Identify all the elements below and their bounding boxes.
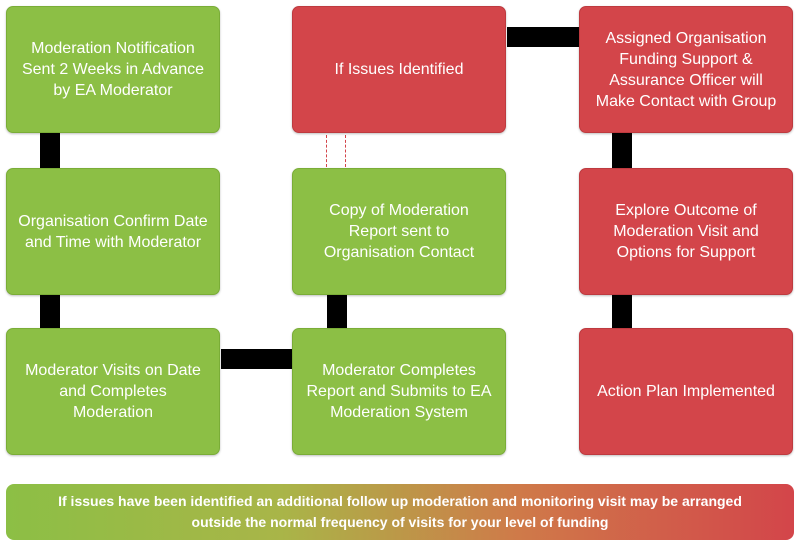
copy-text: Copy of Moderation Report sent to Organi… (323, 202, 475, 261)
notification-text: Moderation Notification Sent 2 Weeks in … (21, 40, 205, 99)
issues-box: If Issues Identified (292, 6, 506, 133)
banner-text: If issues have been identified an additi… (58, 493, 742, 530)
explore-box: Explore Outcome of Moderation Visit and … (579, 168, 793, 295)
completes-box: Moderator Completes Report and Submits t… (292, 328, 506, 455)
connector-copy-issues-dashed-right (345, 135, 346, 167)
action-text: Action Plan Implemented (597, 383, 775, 400)
followup-banner: If issues have been identified an additi… (6, 484, 794, 540)
confirm-text: Organisation Confirm Date and Time with … (18, 212, 208, 251)
assigned-box: Assigned Organisation Funding Support & … (579, 6, 793, 133)
connector-confirm-visit (40, 295, 60, 328)
copy-box: Copy of Moderation Report sent to Organi… (292, 168, 506, 295)
connector-copy-issues-dashed-left (326, 135, 327, 167)
connector-issues-assigned (507, 27, 579, 47)
explore-text: Explore Outcome of Moderation Visit and … (613, 202, 759, 261)
notification-box: Moderation Notification Sent 2 Weeks in … (6, 6, 220, 133)
connector-assigned-explore (612, 133, 632, 168)
connector-notification-confirm (40, 133, 60, 168)
connector-explore-action (612, 295, 632, 328)
connector-completes-copy (327, 295, 347, 328)
connector-visit-completes (221, 349, 293, 369)
confirm-box: Organisation Confirm Date and Time with … (6, 168, 220, 295)
visit-box: Moderator Visits on Date and Completes M… (6, 328, 220, 455)
issues-text: If Issues Identified (334, 61, 464, 78)
assigned-text: Assigned Organisation Funding Support & … (595, 29, 777, 110)
completes-text: Moderator Completes Report and Submits t… (306, 362, 492, 421)
visit-text: Moderator Visits on Date and Completes M… (25, 362, 201, 421)
action-box: Action Plan Implemented (579, 328, 793, 455)
